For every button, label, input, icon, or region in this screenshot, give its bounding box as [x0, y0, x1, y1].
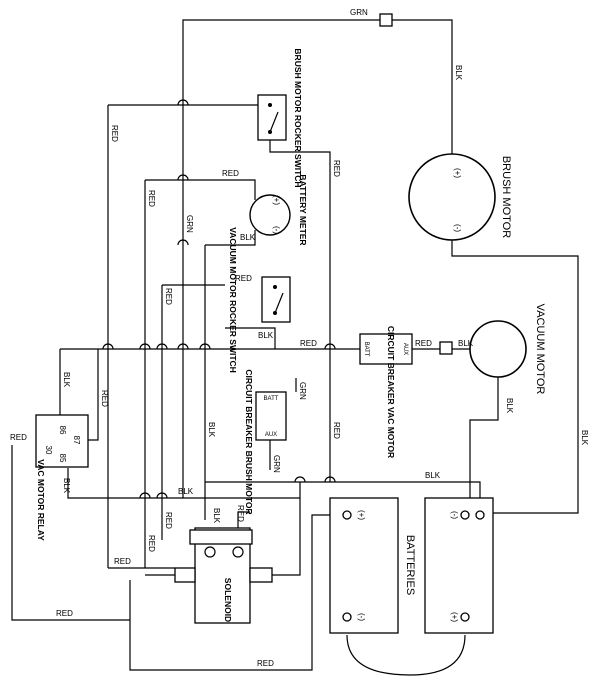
- batteries: (+) (-) (-) (+) BATTERIES: [329, 497, 494, 634]
- brush-motor-label: BRUSH MOTOR: [500, 156, 512, 238]
- wire-label-blk: BLK: [454, 65, 463, 81]
- wire-label-red: RED: [147, 190, 156, 207]
- connector-grn-top: [379, 13, 393, 27]
- circuit-breaker-vac-motor: BATT AUX CIRCUIT BREAKER VAC MOTOR: [359, 326, 413, 458]
- vac-motor-relay: 86 87 30 85 VAC MOTOR RELAY: [35, 414, 89, 541]
- relay-pin-30: 30: [44, 446, 53, 455]
- brush-motor: (+) (-) BRUSH MOTOR: [408, 153, 512, 241]
- wire-label-blk: BLK: [207, 422, 216, 438]
- wire-label-grn: GRN: [298, 382, 307, 400]
- wire-label-red: RED: [332, 160, 341, 177]
- battery1-minus: (-): [357, 613, 366, 621]
- wire-label-grn: GRN: [272, 455, 281, 473]
- battery2-plus: (+): [450, 612, 459, 622]
- relay-pin-86: 86: [58, 426, 67, 435]
- solenoid-label: SOLENOID: [223, 578, 233, 622]
- wire-label-blk: BLK: [258, 331, 274, 340]
- wire-label-blk: BLK: [240, 233, 256, 242]
- cb-vac-aux: AUX: [402, 343, 408, 355]
- vac-motor-relay-label: VAC MOTOR RELAY: [36, 459, 46, 541]
- relay-pin-87: 87: [72, 436, 81, 445]
- circuit-breaker-brush-motor: BATT AUX CIRCUIT BREAKER BRUSH MOTOR: [244, 369, 287, 515]
- vacuum-motor-rocker-switch-label: VACUUM MOTOR ROCKER SWITCH: [228, 227, 238, 373]
- wire-labels: GRN BLK RED RED RED RED GRN BLK RED RED …: [10, 8, 589, 668]
- wire-label-blk: BLK: [62, 372, 71, 388]
- wire-label-blk: BLK: [212, 508, 221, 524]
- battery-meter: (+) (-) BATTERY METER: [249, 174, 308, 246]
- wire-label-red: RED: [110, 125, 119, 142]
- wire-label-red: RED: [164, 288, 173, 305]
- wire-label-blk: BLK: [580, 430, 589, 446]
- battery-meter-plus: (+): [272, 195, 281, 205]
- wire-label-blk: BLK: [458, 339, 474, 348]
- vacuum-motor-rocker-switch: VACUUM MOTOR ROCKER SWITCH: [228, 227, 291, 373]
- brush-motor-plus: (+): [453, 168, 462, 178]
- wire-label-red: RED: [222, 169, 239, 178]
- wire-label-red: RED: [236, 505, 245, 522]
- connector-vac: [439, 341, 453, 355]
- wire-label-red: RED: [114, 557, 131, 566]
- cb-brush-aux: AUX: [265, 432, 277, 438]
- relay-pin-85: 85: [58, 454, 67, 463]
- wire-label-grn: GRN: [350, 8, 368, 17]
- wire-label-red: RED: [56, 609, 73, 618]
- wire-label-red: RED: [147, 535, 156, 552]
- cb-vac-batt: BATT: [363, 342, 369, 357]
- wire-label-red: RED: [257, 659, 274, 668]
- wire-label-red: RED: [100, 390, 109, 407]
- batteries-label: BATTERIES: [404, 535, 416, 595]
- cb-brush-batt: BATT: [264, 396, 279, 402]
- solenoid: SOLENOID: [174, 527, 273, 624]
- battery-meter-label: BATTERY METER: [298, 174, 308, 245]
- wire-label-red: RED: [332, 422, 341, 439]
- wire-label-grn: GRN: [185, 215, 194, 233]
- wire-label-red: RED: [415, 339, 432, 348]
- wire-label-red: RED: [300, 339, 317, 348]
- wire-label-red: RED: [10, 433, 27, 442]
- vacuum-motor: VACUUM MOTOR: [469, 304, 546, 395]
- brush-motor-rocker-switch: BRUSH MOTOR ROCKER SWITCH: [257, 48, 303, 188]
- cb-vac-motor-label: CIRCUIT BREAKER VAC MOTOR: [386, 326, 396, 458]
- wire-crossings: [102, 99, 336, 499]
- battery2-minus: (-): [450, 511, 459, 519]
- cb-brush-motor-label: CIRCUIT BREAKER BRUSH MOTOR: [244, 369, 254, 514]
- vacuum-motor-label: VACUUM MOTOR: [534, 304, 546, 395]
- brush-motor-rocker-switch-label: BRUSH MOTOR ROCKER SWITCH: [293, 48, 303, 187]
- wire-label-blk: BLK: [62, 478, 71, 494]
- battery-meter-minus: (-): [272, 226, 281, 234]
- wire-label-blk: BLK: [178, 487, 194, 496]
- wire-label-red: RED: [235, 274, 252, 283]
- brush-motor-minus: (-): [453, 224, 462, 232]
- wire-label-blk: BLK: [505, 398, 514, 414]
- wire-label-blk: BLK: [425, 471, 441, 480]
- battery1-plus: (+): [357, 510, 366, 520]
- wire-label-red: RED: [164, 512, 173, 529]
